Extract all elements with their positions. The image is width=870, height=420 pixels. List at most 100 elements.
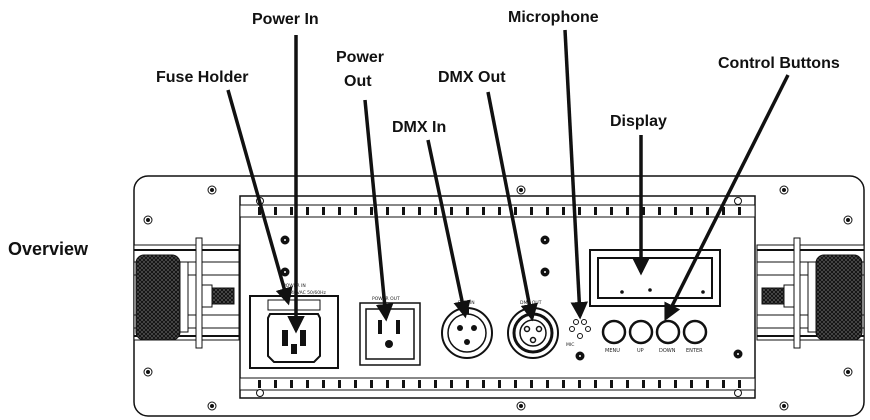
- vent-slot: [434, 380, 437, 388]
- vent-slot: [338, 207, 341, 215]
- vent-slot: [258, 207, 261, 215]
- vent-slot: [338, 380, 341, 388]
- vent-slot: [418, 380, 421, 388]
- microphone-port: MIC: [566, 319, 591, 348]
- vent-slot: [386, 380, 389, 388]
- fuse-holder-callout: Fuse Holder: [156, 69, 248, 86]
- vent-slot: [610, 380, 613, 388]
- vent-slot: [306, 380, 309, 388]
- arrow-fuse-holder: [226, 89, 293, 306]
- vent-slot: [418, 207, 421, 215]
- vent-slot: [290, 380, 293, 388]
- up-button-label: UP: [637, 348, 644, 354]
- vent-slot: [514, 207, 517, 215]
- vent-slot: [434, 207, 437, 215]
- vent-slot: [290, 207, 293, 215]
- microphone-callout: Microphone: [508, 9, 599, 26]
- power-in-rating-label: 100-240VAC 50/60Hz: [278, 290, 327, 296]
- enter-button[interactable]: [682, 319, 708, 345]
- vent-slot: [354, 380, 357, 388]
- vent-slot: [274, 207, 277, 215]
- menu-button-label: MENU: [605, 348, 620, 354]
- power-out-socket: POWER OUT: [359, 296, 421, 366]
- vent-slot: [258, 380, 261, 388]
- vent-slot: [402, 380, 405, 388]
- vent-slot: [674, 380, 677, 388]
- power-out-callout-line2: Out: [344, 73, 372, 90]
- vent-slot: [642, 380, 645, 388]
- vent-slot: [546, 207, 549, 215]
- vent-slot: [738, 380, 741, 388]
- vent-slots-bottom: [258, 380, 741, 388]
- arrow-dmx-in: [426, 139, 471, 319]
- dmx-in-callout: DMX In: [392, 119, 446, 136]
- arrow-microphone: [563, 29, 589, 320]
- vent-slot: [466, 207, 469, 215]
- vent-slot: [498, 207, 501, 215]
- vent-slot: [594, 207, 597, 215]
- vent-slot: [610, 207, 613, 215]
- control-buttons-callout: Control Buttons: [718, 55, 840, 72]
- vent-slot: [658, 380, 661, 388]
- vent-slot: [594, 380, 597, 388]
- vent-slot: [274, 380, 277, 388]
- overview-heading: Overview: [8, 239, 89, 259]
- vent-slot: [498, 380, 501, 388]
- vent-slot: [482, 207, 485, 215]
- vent-slot: [450, 380, 453, 388]
- vent-slot: [514, 380, 517, 388]
- down-button-label: DOWN: [659, 348, 676, 354]
- vent-slot: [578, 380, 581, 388]
- housing-screws: [143, 185, 853, 411]
- vent-slot: [722, 380, 725, 388]
- left-bracket: [133, 237, 240, 349]
- dmx-in-connector: DMX IN: [441, 300, 493, 359]
- vent-slot: [562, 207, 565, 215]
- vent-slot: [450, 207, 453, 215]
- callout-arrows: [226, 29, 790, 334]
- arrow-dmx-out: [486, 91, 538, 322]
- vent-slot: [354, 207, 357, 215]
- power-in-callout: Power In: [252, 11, 319, 28]
- vent-slot: [690, 207, 693, 215]
- vent-slot: [706, 207, 709, 215]
- lcd-display: [589, 249, 721, 307]
- power-out-panel-label: POWER OUT: [372, 296, 400, 302]
- vent-slot: [658, 207, 661, 215]
- control-buttons: MENU UP DOWN ENTER: [601, 319, 708, 354]
- power-out-callout-line1: Power: [336, 49, 384, 66]
- down-button[interactable]: [655, 319, 681, 345]
- vent-slot: [322, 207, 325, 215]
- vent-slot: [562, 380, 565, 388]
- vent-slot: [530, 207, 533, 215]
- up-button[interactable]: [628, 319, 654, 345]
- vent-slot: [322, 380, 325, 388]
- enter-button-label: ENTER: [686, 348, 703, 354]
- vent-slot: [722, 207, 725, 215]
- arrow-control-buttons: [664, 74, 790, 322]
- menu-button[interactable]: [601, 319, 627, 345]
- vent-slot: [626, 207, 629, 215]
- vent-slot: [706, 380, 709, 388]
- vent-slot: [642, 207, 645, 215]
- vent-slot: [466, 380, 469, 388]
- vent-slot: [738, 207, 741, 215]
- vent-slot: [370, 380, 373, 388]
- vent-slot: [370, 207, 373, 215]
- arrow-power-out: [363, 99, 394, 322]
- vent-slot: [386, 207, 389, 215]
- display-callout: Display: [610, 113, 667, 130]
- vent-slot: [674, 207, 677, 215]
- vent-slot: [578, 207, 581, 215]
- vent-slot: [546, 380, 549, 388]
- dmx-out-callout: DMX Out: [438, 69, 506, 86]
- mic-panel-label: MIC: [566, 342, 574, 348]
- vent-slot: [690, 380, 693, 388]
- vent-slot: [626, 380, 629, 388]
- power-in-socket: POWER IN 100-240VAC 50/60Hz: [249, 283, 339, 369]
- vent-slot: [402, 207, 405, 215]
- vent-slot: [306, 207, 309, 215]
- vent-slot: [482, 380, 485, 388]
- vent-slots-top: [258, 207, 741, 215]
